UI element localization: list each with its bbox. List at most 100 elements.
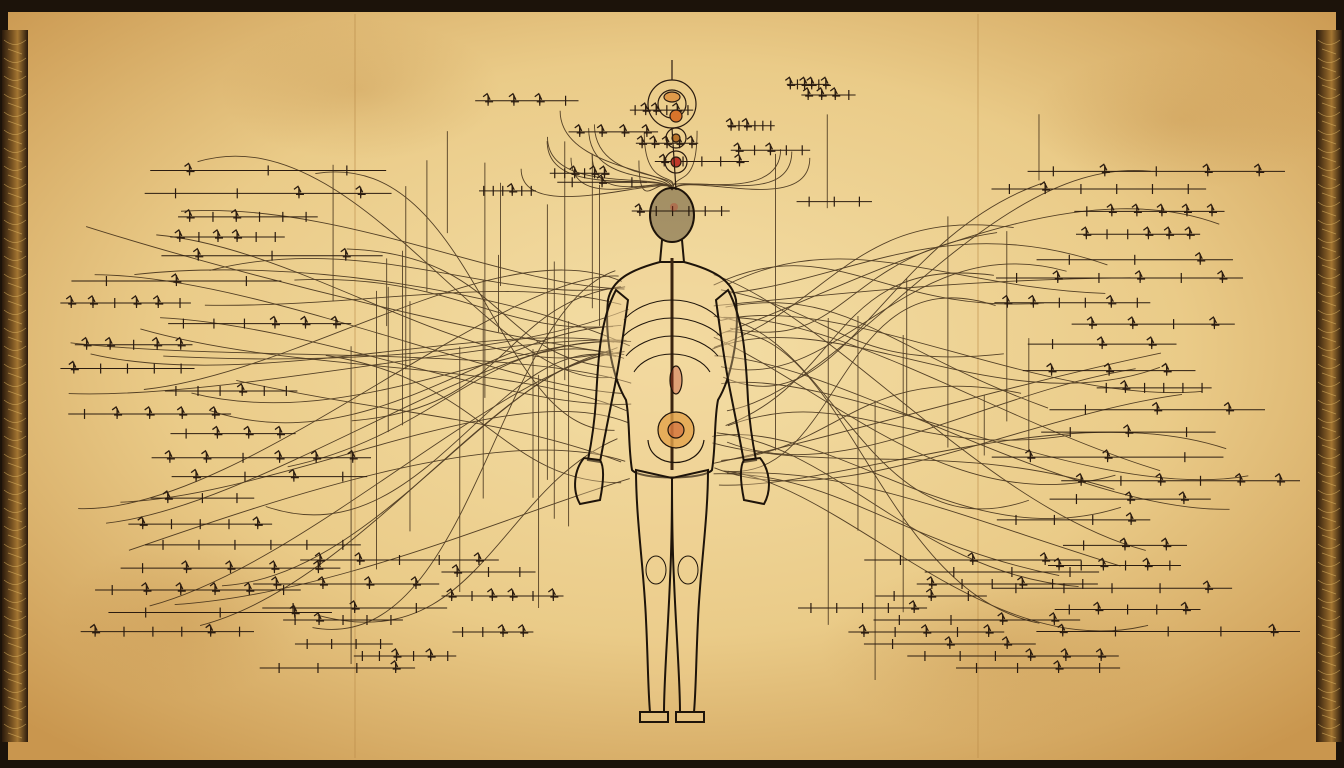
calligraphy-glyph [111, 405, 123, 417]
crown-nerve-path [593, 124, 674, 191]
calligraphy-glyph [355, 185, 366, 197]
calligraphy-glyph [1253, 163, 1265, 175]
border-flourish [3, 309, 27, 325]
crown-nerve-path [671, 130, 698, 191]
calligraphy-glyph [1202, 580, 1214, 592]
calligraphy-glyph [634, 203, 645, 215]
calligraphy-glyph [636, 135, 648, 147]
calligraphy-glyph [184, 208, 195, 220]
calligraphy-glyph [144, 405, 155, 417]
calligraphy-glyph [944, 636, 955, 647]
border-flourish [3, 345, 27, 361]
border-flourish [3, 399, 27, 415]
head-dot-icon [670, 203, 678, 211]
paper-stain [60, 540, 300, 700]
calligraphy-glyph [300, 315, 311, 327]
nerve-path [713, 473, 1060, 576]
calligraphy-glyph [317, 576, 328, 587]
border-flourish [1317, 165, 1341, 181]
border-flourish [3, 381, 27, 397]
nerve-path [128, 449, 626, 551]
crown-circles [647, 60, 697, 191]
calligraphy-glyph [1194, 251, 1206, 263]
calligraphy-glyph [599, 165, 610, 177]
border-flourish [3, 57, 27, 73]
border-flourish [1317, 543, 1341, 559]
calligraphy-glyph [1217, 269, 1228, 281]
nerve-path [287, 348, 625, 468]
nerve-path [718, 314, 1203, 394]
calligraphy-glyph [1120, 379, 1131, 391]
calligraphy-glyph [330, 315, 342, 327]
nerve-path [716, 432, 1079, 588]
calligraphy-glyph [547, 588, 559, 599]
border-flourish [1317, 255, 1341, 271]
border-flourish [1317, 309, 1341, 325]
border-flourish [1317, 129, 1341, 145]
calligraphy-glyph [313, 612, 325, 623]
calligraphy-glyph [858, 624, 869, 635]
calligraphy-glyph [983, 624, 994, 635]
calligraphy-glyph [1053, 557, 1065, 569]
border-flourish [3, 147, 27, 163]
calligraphy-glyph [1102, 449, 1113, 461]
border-flourish [1317, 579, 1341, 595]
nerve-path [236, 380, 622, 463]
border-flourish [1317, 435, 1341, 451]
calligraphy-glyph [354, 552, 365, 563]
calligraphy-glyph [1024, 449, 1036, 461]
nerve-path [294, 278, 622, 328]
border-flourish [3, 615, 27, 631]
calligraphy-glyph [596, 123, 608, 135]
calligraphy-glyph [81, 336, 92, 348]
border-flourish [1317, 597, 1341, 613]
calligraphy-glyph [390, 660, 401, 671]
border-flourish [1317, 273, 1341, 289]
calligraphy-glyph [1161, 362, 1172, 374]
calligraphy-glyph [364, 576, 375, 587]
nerve-path [725, 272, 994, 427]
calligraphy-glyph [741, 117, 752, 129]
nerve-path [713, 274, 1146, 551]
nerve-path [209, 257, 626, 291]
nerve-path [714, 355, 1230, 510]
border-flourish [1317, 57, 1341, 73]
calligraphy-glyph [1160, 537, 1172, 549]
calligraphy-glyph [271, 576, 282, 587]
nerve-path [351, 286, 621, 422]
border-flourish [1317, 39, 1341, 55]
calligraphy-glyph [1025, 648, 1036, 659]
border-flourish [3, 291, 27, 307]
border-flourish [3, 363, 27, 379]
calligraphy-glyph [967, 552, 978, 563]
border-flourish [3, 219, 27, 235]
nerve-path [120, 411, 628, 503]
calligraphy-glyph [252, 516, 263, 528]
calligraphy-glyph [569, 165, 580, 177]
calligraphy-glyph [908, 600, 920, 611]
calligraphy-glyph [1125, 511, 1137, 523]
border-flourish [3, 579, 27, 595]
calligraphy-glyph [1119, 537, 1130, 549]
border-flourish [3, 705, 27, 721]
calligraphy-glyph [1143, 226, 1154, 238]
calligraphy-glyph [482, 92, 494, 104]
border-flourish [1317, 345, 1341, 361]
border-flourish [3, 273, 27, 289]
calligraphy-glyph [802, 87, 814, 98]
calligraphy-glyph [1093, 601, 1104, 613]
border-flourish [3, 723, 27, 739]
calligraphy-glyph [619, 123, 630, 135]
border-flourish [1317, 723, 1341, 739]
nerve-path [711, 337, 1161, 384]
nerve-path [713, 352, 1162, 464]
calligraphy-glyph [243, 582, 255, 594]
calligraphy-glyph [725, 117, 737, 129]
calligraphy-glyph [1052, 269, 1063, 281]
border-flourish [1317, 633, 1341, 649]
border-flourish [1317, 453, 1341, 469]
calligraphy-glyph [1127, 316, 1138, 328]
calligraphy-glyph [1223, 401, 1235, 413]
calligraphy-glyph [310, 449, 322, 461]
border-flourish [1317, 687, 1341, 703]
